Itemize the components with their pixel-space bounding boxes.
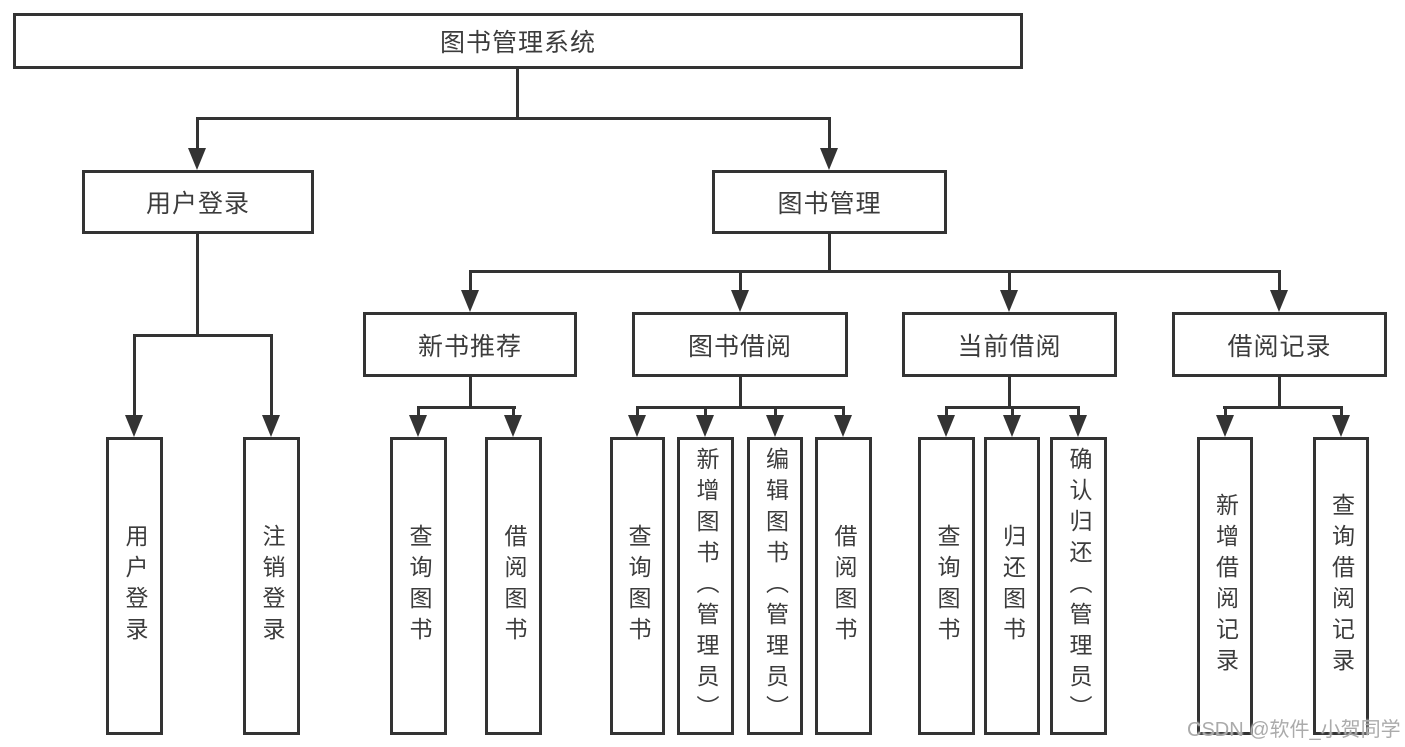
connector-line — [774, 406, 777, 418]
connector-line — [828, 117, 831, 150]
watermark: CSDN @软件_小贺同学 — [1187, 719, 1401, 741]
arrowhead-down-icon — [696, 415, 714, 437]
connector-line — [1008, 270, 1011, 294]
leaf-borrow-book: 借阅图书 — [815, 437, 872, 735]
connector-line — [636, 406, 639, 418]
connector-line — [1011, 406, 1014, 418]
node-book-management-label: 图书管理 — [777, 190, 882, 218]
connector-line — [196, 233, 199, 337]
leaf-user-login: 用户登录 — [106, 437, 163, 735]
arrowhead-down-icon — [1332, 415, 1350, 437]
leaf-logout-label: 注销登录 — [259, 524, 285, 648]
leaf-logout: 注销登录 — [243, 437, 300, 735]
connector-line — [417, 406, 420, 418]
arrowhead-down-icon — [1000, 290, 1018, 312]
connector-line — [1224, 406, 1227, 418]
connector-line — [739, 270, 742, 294]
leaf-confirm-return-admin-label: 确认归还（管理员） — [1066, 446, 1092, 726]
node-current-borrow-label: 当前借阅 — [957, 332, 1062, 361]
connector-line — [196, 117, 199, 150]
leaf-borrow-book-recommend: 借阅图书 — [485, 437, 542, 735]
leaf-query-borrow-record-label: 查询借阅记录 — [1328, 493, 1355, 679]
connector-line — [270, 334, 273, 419]
connector-line — [636, 406, 845, 409]
connector-line — [196, 117, 831, 120]
arrowhead-down-icon — [1270, 290, 1288, 312]
node-root-label: 图书管理系统 — [439, 29, 596, 57]
connector-line — [704, 406, 707, 418]
node-new-book-recommend: 新书推荐 — [363, 312, 577, 377]
arrowhead-down-icon — [1069, 415, 1087, 437]
connector-line — [828, 233, 831, 273]
arrowhead-down-icon — [628, 415, 646, 437]
leaf-query-book-recommend: 查询图书 — [390, 437, 447, 735]
leaf-borrow-book-label: 借阅图书 — [831, 524, 857, 648]
leaf-return-book-label: 归还图书 — [999, 524, 1026, 648]
node-book-borrow: 图书借阅 — [632, 312, 848, 377]
leaf-query-book-current: 查询图书 — [918, 437, 975, 735]
connector-line — [417, 406, 516, 409]
arrowhead-down-icon — [504, 415, 522, 437]
leaf-add-book-admin: 新增图书（管理员） — [677, 437, 734, 735]
leaf-add-borrow-record-label: 新增借阅记录 — [1212, 493, 1239, 679]
node-new-book-recommend-label: 新书推荐 — [417, 332, 522, 361]
leaf-query-book-borrow: 查询图书 — [610, 437, 665, 735]
connector-line — [945, 406, 948, 418]
connector-line — [739, 375, 742, 409]
node-user-login: 用户登录 — [82, 170, 314, 234]
arrowhead-down-icon — [731, 290, 749, 312]
leaf-confirm-return-admin: 确认归还（管理员） — [1050, 437, 1107, 735]
arrowhead-down-icon — [262, 415, 280, 437]
arrowhead-down-icon — [188, 148, 206, 170]
arrowhead-down-icon — [125, 415, 143, 437]
arrowhead-down-icon — [409, 415, 427, 437]
arrowhead-down-icon — [766, 415, 784, 437]
leaf-query-borrow-record: 查询借阅记录 — [1313, 437, 1369, 735]
arrowhead-down-icon — [1216, 415, 1234, 437]
leaf-user-login-label: 用户登录 — [122, 524, 148, 648]
leaf-query-book-recommend-label: 查询图书 — [406, 524, 432, 648]
connector-line — [1340, 406, 1343, 418]
connector-line — [469, 375, 472, 409]
connector-line — [512, 406, 515, 418]
connector-line — [133, 334, 273, 337]
connector-line — [1008, 375, 1011, 409]
connector-line — [1278, 375, 1281, 409]
arrowhead-down-icon — [1003, 415, 1021, 437]
connector-line — [469, 270, 1281, 273]
leaf-add-book-admin-label: 新增图书（管理员） — [693, 446, 719, 726]
arrowhead-down-icon — [820, 148, 838, 170]
arrowhead-down-icon — [937, 415, 955, 437]
connector-line — [133, 334, 136, 419]
node-borrow-record-label: 借阅记录 — [1227, 332, 1332, 361]
node-book-management: 图书管理 — [712, 170, 947, 234]
leaf-query-book-borrow-label: 查询图书 — [625, 524, 651, 648]
leaf-edit-book-admin-label: 编辑图书（管理员） — [762, 446, 789, 726]
connector-line — [516, 68, 519, 120]
connector-line — [842, 406, 845, 418]
connector-line — [1223, 406, 1343, 409]
leaf-query-book-current-label: 查询图书 — [934, 524, 960, 648]
node-book-borrow-label: 图书借阅 — [687, 332, 792, 361]
connector-line — [1278, 270, 1281, 294]
node-current-borrow: 当前借阅 — [902, 312, 1117, 377]
leaf-return-book: 归还图书 — [984, 437, 1040, 735]
connector-line — [1077, 406, 1080, 418]
node-user-login-label: 用户登录 — [145, 190, 250, 218]
node-root: 图书管理系统 — [13, 13, 1023, 69]
leaf-edit-book-admin: 编辑图书（管理员） — [747, 437, 803, 735]
arrowhead-down-icon — [461, 290, 479, 312]
arrowhead-down-icon — [834, 415, 852, 437]
node-borrow-record: 借阅记录 — [1172, 312, 1387, 377]
connector-line — [469, 270, 472, 294]
leaf-borrow-book-recommend-label: 借阅图书 — [501, 524, 527, 648]
leaf-add-borrow-record: 新增借阅记录 — [1197, 437, 1253, 735]
